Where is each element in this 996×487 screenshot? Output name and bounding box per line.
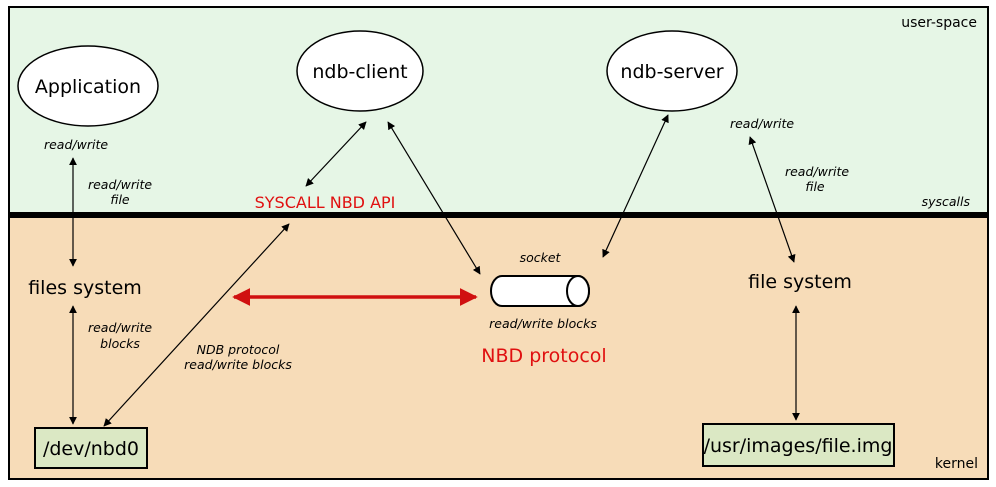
ndb-client-node xyxy=(296,30,424,112)
ndb-server-label: ndb-server xyxy=(620,61,723,83)
file-system-label: file system xyxy=(748,271,852,293)
dev-nbd0-box xyxy=(34,427,148,469)
ndb-server-node xyxy=(606,30,738,112)
server-read-write-label: read/write xyxy=(730,116,794,131)
app-read-write-label: read/write xyxy=(44,137,108,152)
user-space-label: user-space xyxy=(901,15,977,31)
fs-rw-blocks-label-2: blocks xyxy=(100,336,140,351)
usr-images-box xyxy=(702,423,895,467)
server-rw-file-label-1: read/write xyxy=(785,164,849,179)
client-syscall-arrow xyxy=(305,121,367,187)
files-system-label: files system xyxy=(28,277,142,299)
dev-nbd0-label: /dev/nbd0 xyxy=(43,438,139,460)
usr-images-label: /usr/images/file.img xyxy=(704,435,893,457)
nbd-protocol-label: NBD protocol xyxy=(481,345,606,367)
application-node xyxy=(17,45,159,127)
fs-rw-blocks-label-1: read/write xyxy=(88,320,152,335)
socket-label: socket xyxy=(520,250,562,265)
syscalls-label: syscalls xyxy=(922,194,971,209)
server-fs-arrow xyxy=(748,136,796,263)
dev-syscall-arrow xyxy=(103,223,290,427)
ndb-protocol-label-1: NDB protocol xyxy=(197,342,280,357)
app-rw-file-label-1: read/write xyxy=(88,177,152,192)
kernel-label: kernel xyxy=(935,456,978,472)
client-socket-arrow xyxy=(387,121,481,275)
server-socket-arrow xyxy=(602,114,669,258)
ndb-protocol-label-2: read/write blocks xyxy=(184,357,292,372)
application-label: Application xyxy=(35,76,141,98)
server-rw-file-label-2: file xyxy=(805,179,825,194)
ndb-client-label: ndb-client xyxy=(312,61,407,83)
app-rw-file-label-2: file xyxy=(110,192,130,207)
syscall-nbd-api-label: SYSCALL NBD API xyxy=(255,193,396,212)
user-space-region xyxy=(8,6,989,216)
socket-icon xyxy=(490,275,590,307)
socket-caption: read/write blocks xyxy=(489,316,597,331)
